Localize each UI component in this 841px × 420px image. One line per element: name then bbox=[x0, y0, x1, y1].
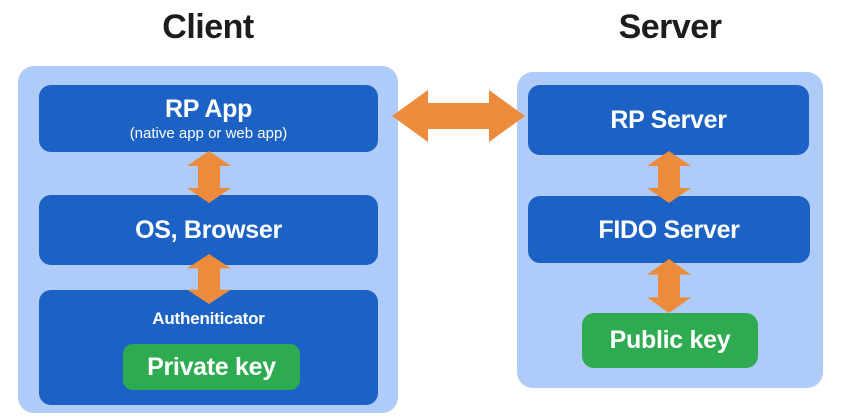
os-browser-label: OS, Browser bbox=[135, 216, 282, 244]
client-title: Client bbox=[162, 8, 254, 46]
authenticator-label: Autheniticator bbox=[152, 309, 265, 328]
os-browser-box: OS, Browser bbox=[39, 195, 378, 265]
rp-server-label: RP Server bbox=[610, 106, 727, 134]
rp-app-label: RP App bbox=[164, 94, 253, 123]
private-key-box: Private key bbox=[123, 344, 300, 390]
fido-server-box: FIDO Server bbox=[528, 196, 810, 263]
rp-app-sublabel: (native app or web app) bbox=[129, 124, 288, 142]
public-key-box: Public key bbox=[582, 313, 758, 368]
rpserver-fidoserver-double-arrow-icon bbox=[647, 151, 691, 203]
client-container: RP App (native app or web app) OS, Brows… bbox=[18, 66, 398, 413]
public-key-label: Public key bbox=[609, 326, 731, 354]
authenticator-box: Autheniticator Private key bbox=[39, 290, 378, 405]
server-title: Server bbox=[618, 8, 722, 46]
osbrowser-authenticator-double-arrow-icon bbox=[187, 254, 231, 304]
rp-app-box: RP App (native app or web app) bbox=[39, 85, 378, 152]
private-key-label: Private key bbox=[147, 352, 276, 381]
server-container: RP Server FIDO Server Public key bbox=[517, 72, 823, 388]
fidoserver-publickey-double-arrow-icon bbox=[647, 259, 691, 313]
rpapp-osbrowser-double-arrow-icon bbox=[187, 151, 231, 203]
rp-server-box: RP Server bbox=[528, 85, 809, 155]
client-server-double-arrow-icon bbox=[392, 90, 525, 142]
fido-server-label: FIDO Server bbox=[598, 215, 740, 244]
